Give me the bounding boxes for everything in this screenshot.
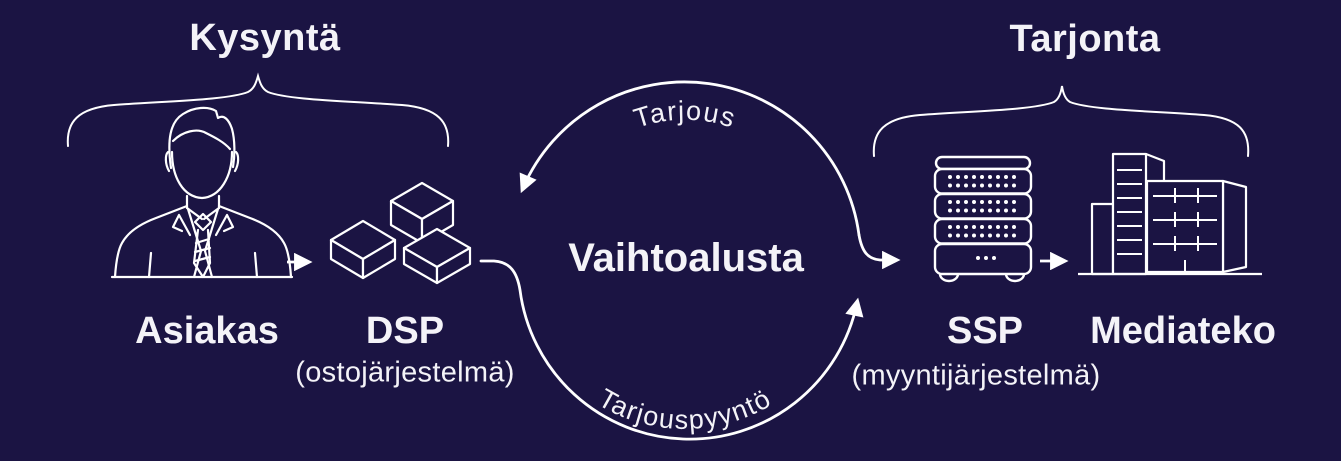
dsp-sublabel: (ostojärjestelmä)	[295, 356, 515, 389]
supply-brace	[872, 85, 1250, 157]
supply-title: Tarjonta	[1009, 18, 1161, 60]
top-flow-arc	[519, 80, 861, 237]
demand-title: Kysyntä	[189, 17, 341, 59]
actor-label: Asiakas	[135, 310, 279, 352]
cycle-to-ssp-arrow	[857, 233, 901, 270]
businessman-icon	[110, 106, 294, 279]
ssp-label: SSP	[946, 310, 1024, 352]
server-rack-icon	[933, 155, 1033, 283]
demand-brace	[66, 72, 450, 147]
exchange-cycle-arrows	[479, 80, 901, 441]
dsp-label: DSP	[365, 310, 445, 352]
buildings-icon	[1078, 152, 1262, 276]
top-flow-label: Tarjous	[630, 96, 740, 134]
stacked-boxes-icon	[329, 181, 472, 285]
ssp-sublabel: (myyntijärjestelmä)	[851, 359, 1101, 392]
media-label: Mediateko	[1090, 310, 1276, 352]
exchange-platform-label: Vaihtoalusta	[568, 236, 804, 280]
bottom-flow-arc	[479, 259, 864, 441]
